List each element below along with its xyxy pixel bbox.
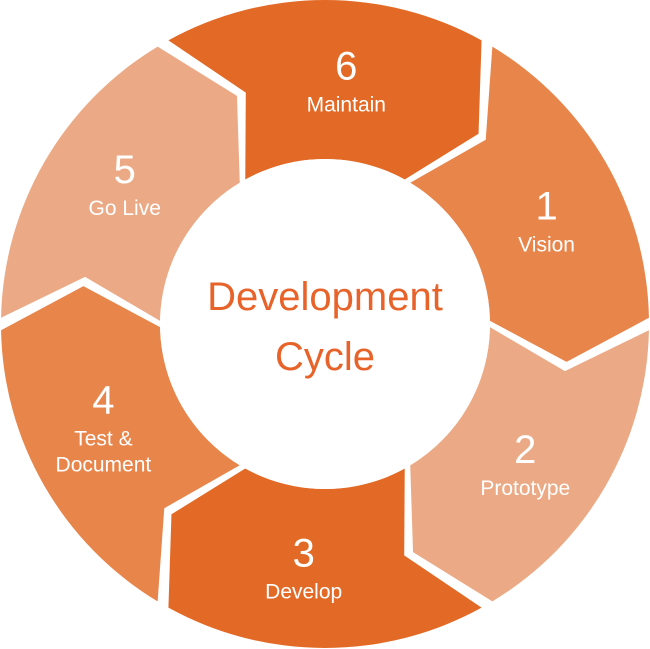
step-3-number: 3 xyxy=(293,532,315,576)
step-1-segment xyxy=(410,46,649,362)
step-2-segment xyxy=(410,327,649,602)
center-title-line-2: Cycle xyxy=(275,335,375,379)
center-title-line-1: Development xyxy=(207,275,443,319)
step-4-label-line-2: Document xyxy=(56,453,152,476)
step-6-segment xyxy=(168,0,482,180)
step-4-segment xyxy=(1,286,240,602)
step-1-number: 1 xyxy=(535,185,557,229)
step-6-label: Maintain xyxy=(307,93,386,116)
step-5-segment xyxy=(1,46,240,321)
step-6-number: 6 xyxy=(335,44,357,88)
step-2-label: Prototype xyxy=(480,477,570,500)
step-2-number: 2 xyxy=(514,428,536,472)
step-3-segment xyxy=(168,468,482,648)
center-circle xyxy=(160,159,490,489)
step-4-number: 4 xyxy=(92,378,114,422)
step-5-number: 5 xyxy=(114,148,136,192)
step-4-label-line-1: Test & xyxy=(74,427,132,450)
step-1-label: Vision xyxy=(518,234,575,257)
step-5-label: Go Live xyxy=(89,197,161,220)
step-3-label: Develop xyxy=(265,581,342,604)
